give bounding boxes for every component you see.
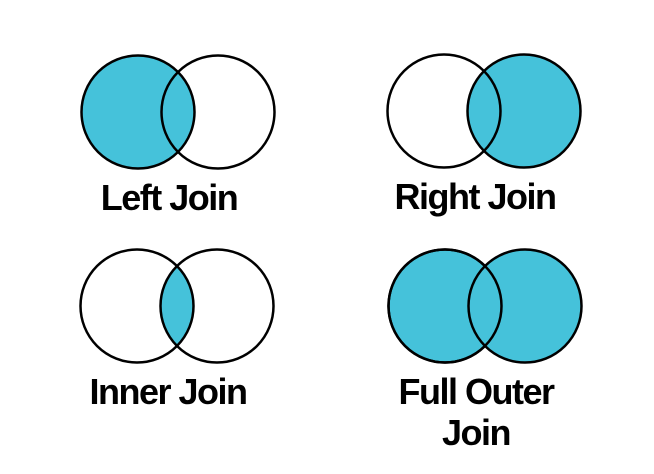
full-outer-join-card: Full Outer Join xyxy=(385,246,585,454)
full-outer-join-venn-icon xyxy=(387,248,583,364)
inner-join-card: Inner Join xyxy=(77,246,277,412)
right-circle-outline xyxy=(160,54,276,170)
left-circle-outline xyxy=(386,53,502,169)
right-circle-filled xyxy=(466,53,582,169)
right-circle-outline xyxy=(159,248,275,364)
left-join-card: Left Join xyxy=(78,52,278,218)
left-circle-outline xyxy=(79,248,195,364)
right-join-card: Right Join xyxy=(384,51,584,217)
inner-join-venn-icon xyxy=(79,248,275,364)
right-join-venn-icon xyxy=(386,53,582,169)
full-outer-join-label-line2: Join xyxy=(441,412,512,454)
full-outer-join-label-line1: Full Outer xyxy=(398,371,556,412)
left-circle-filled xyxy=(80,54,196,170)
right-join-label: Right Join xyxy=(394,176,557,217)
left-join-venn-icon xyxy=(80,54,276,170)
inner-join-label: Inner Join xyxy=(89,371,248,412)
left-join-label: Left Join xyxy=(100,177,239,218)
full-outer-join-label: Full Outer Join xyxy=(398,371,556,454)
right-circle-filled xyxy=(467,248,583,364)
left-circle-outline xyxy=(387,248,503,364)
